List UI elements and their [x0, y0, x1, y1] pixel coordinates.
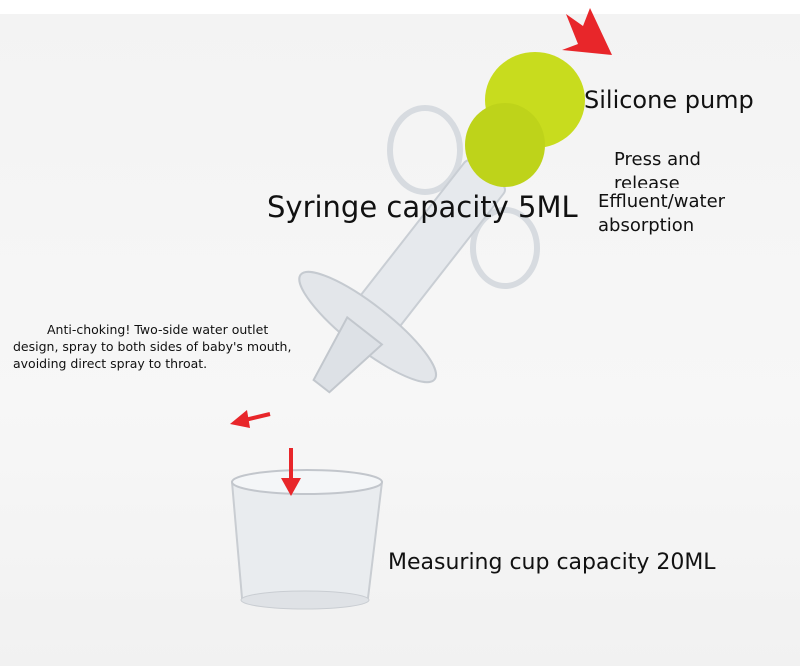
finger-ring-left [387, 105, 463, 195]
syringe-capacity-label: Syringe capacity 5ML [267, 190, 578, 224]
syringe-barrel [298, 159, 507, 394]
arrow-down-icon [281, 448, 301, 496]
anti-choking-label: Anti-choking! Two-side water outlet desi… [13, 322, 292, 371]
arrow-down-left-icon [562, 8, 612, 55]
finger-ring-right [470, 207, 540, 289]
silicone-pump-label: Silicone pump [584, 86, 754, 114]
press-release-label: Press and release [614, 149, 701, 188]
cup-capacity-label: Measuring cup capacity 20ML [388, 550, 716, 575]
effluent-label: Effluent/water absorption [598, 191, 726, 236]
arrow-left-icon [230, 410, 271, 428]
measuring-cup [230, 469, 384, 610]
silicone-pump [465, 52, 585, 187]
